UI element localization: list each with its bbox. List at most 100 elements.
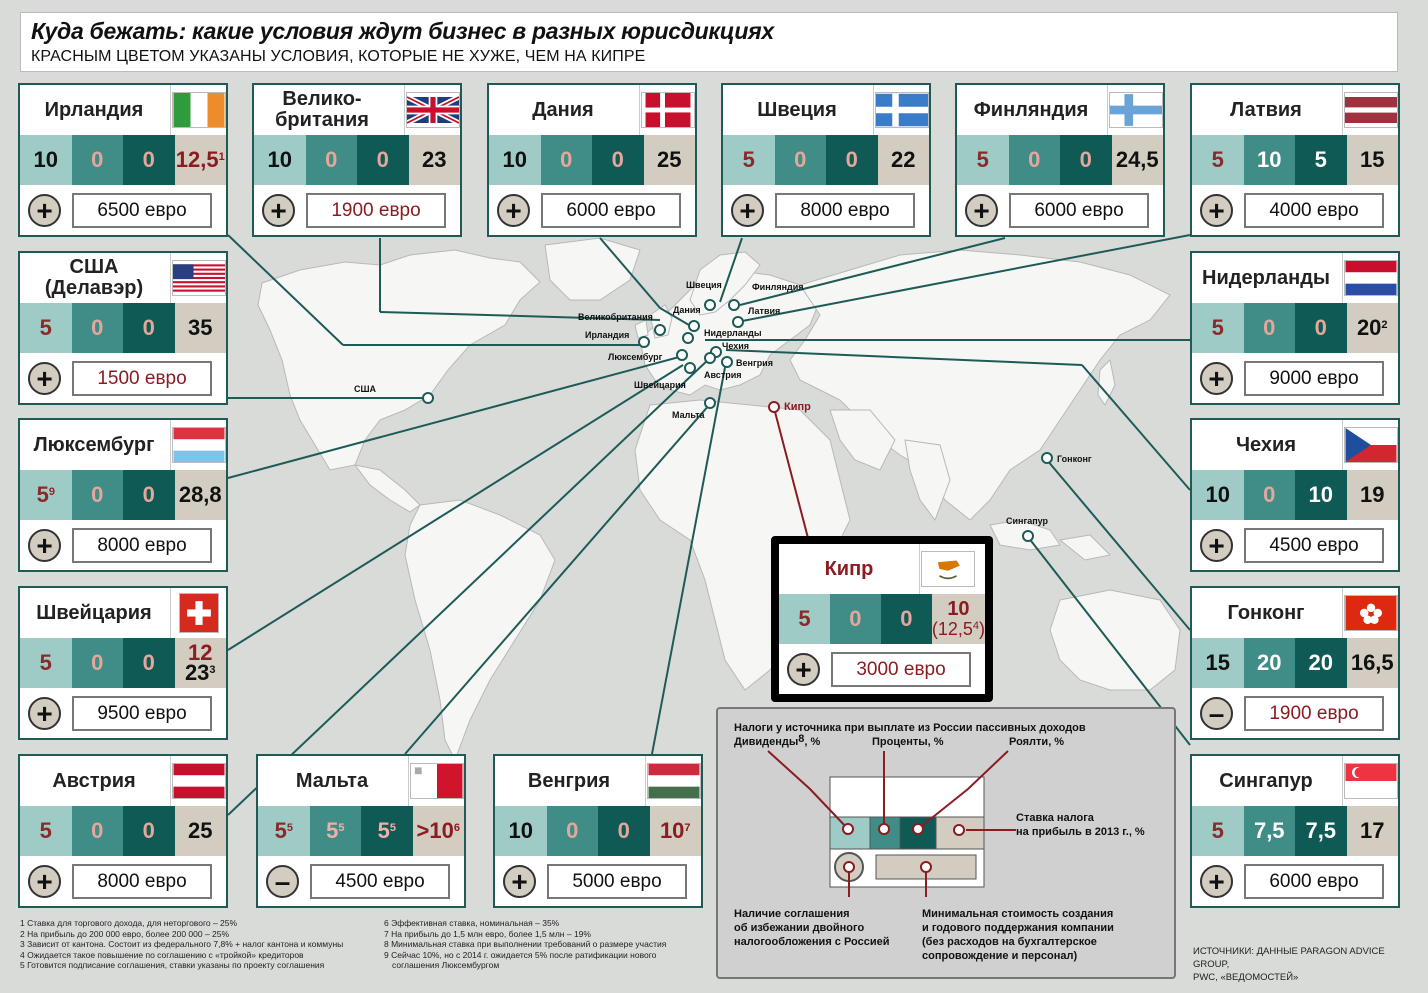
profit-tax-value: 35 <box>174 303 226 353</box>
map-label-luxembourg: Люксембург <box>608 352 663 362</box>
min-cost: 4000 евро <box>1244 193 1384 228</box>
map-dot-switzerland <box>684 362 696 374</box>
royalty-value: 0 <box>598 806 650 856</box>
header: Куда бежать: какие условия ждут бизнес в… <box>20 12 1398 72</box>
card-denmark: Дания 10 0 0 25 + 6000 евро <box>487 83 697 237</box>
map-label-hungary: Венгрия <box>736 358 773 368</box>
flag-denmark-icon <box>639 85 695 135</box>
interest-value: 0 <box>71 470 123 520</box>
interest-value: 20 <box>1243 638 1295 688</box>
card-switzerland: Швейцария 5 0 0 12 233 + 9500 евро <box>18 586 228 740</box>
country-name: Кипр <box>824 557 874 580</box>
min-cost: 6500 евро <box>72 193 212 228</box>
country-name: Люксембург <box>33 433 155 456</box>
royalty-value: 20 <box>1295 638 1347 688</box>
map-label-czech: Чехия <box>722 341 749 351</box>
map-label-uk: Великобритания <box>578 312 653 322</box>
dividends-value: 10 <box>254 135 306 185</box>
dividends-value: 10 <box>495 806 547 856</box>
country-name: Нидерланды <box>1202 266 1330 289</box>
rates-row: 5 0 0 12 233 <box>20 638 226 688</box>
flag-netherlands-icon <box>1342 253 1398 303</box>
country-name: Финляндия <box>973 98 1089 121</box>
treaty-sign: + <box>28 194 61 227</box>
legend-interest: Проценты, % <box>872 736 944 748</box>
interest-value: 0 <box>1243 303 1295 353</box>
royalty-value: 0 <box>123 806 175 856</box>
country-name: Дания <box>532 98 594 121</box>
treaty-sign: + <box>262 194 295 227</box>
interest-value: 0 <box>774 135 826 185</box>
flag-austria-icon <box>170 756 226 806</box>
map-label-latvia: Латвия <box>748 306 781 316</box>
flag-hongkong-icon <box>1342 588 1398 638</box>
card-austria: Австрия 5 0 0 25 + 8000 евро <box>18 754 228 908</box>
map-label-switzerland: Швейцария <box>634 380 686 390</box>
min-cost: 5000 евро <box>547 864 687 899</box>
dividends-value: 10 <box>1192 470 1244 520</box>
map-label-denmark: Дания <box>673 305 701 315</box>
flag-singapore-icon <box>1342 756 1398 806</box>
treaty-sign: + <box>28 362 61 395</box>
profit-tax-value: 23 <box>408 135 460 185</box>
map-label-ireland: Ирландия <box>585 330 630 340</box>
profit-tax-value: 16,5 <box>1346 638 1398 688</box>
min-cost: 1500 евро <box>72 361 212 396</box>
treaty-sign: – <box>1200 697 1233 730</box>
map-label-singapore: Сингапур <box>1006 516 1049 526</box>
min-cost: 4500 евро <box>1244 528 1384 563</box>
card-latvia: Латвия 5 10 5 15 + 4000 евро <box>1190 83 1400 237</box>
dividends-value: 10 <box>489 135 541 185</box>
map-dot-singapore <box>1022 530 1034 542</box>
treaty-sign: + <box>28 529 61 562</box>
rates-row: 5 0 0 35 <box>20 303 226 353</box>
country-name: Гонконг <box>1227 601 1305 624</box>
map-label-austria: Австрия <box>704 370 742 380</box>
legend-dividends: Дивиденды8, % <box>734 733 821 748</box>
royalty-value: 0 <box>123 135 175 185</box>
rates-row: 10 0 0 23 <box>254 135 460 185</box>
flag-switzerland-icon <box>170 588 226 638</box>
page-title: Куда бежать: какие условия ждут бизнес в… <box>31 18 774 44</box>
royalty-value: 0 <box>826 135 878 185</box>
interest-value: 0 <box>1243 470 1295 520</box>
treaty-sign: + <box>1200 529 1233 562</box>
treaty-sign: – <box>266 865 299 898</box>
rates-row: 10 0 0 25 <box>489 135 695 185</box>
rates-row: 10 0 10 19 <box>1192 470 1398 520</box>
interest-value: 0 <box>1008 135 1060 185</box>
rates-row: 15 20 20 16,5 <box>1192 638 1398 688</box>
country-name: Швейцария <box>36 601 152 624</box>
dividends-value: 5 <box>20 806 72 856</box>
min-cost: 6000 евро <box>1244 864 1384 899</box>
interest-value: 10 <box>1243 135 1295 185</box>
country-name: Ирландия <box>44 98 144 121</box>
treaty-sign: + <box>28 697 61 730</box>
flag-luxembourg-icon <box>170 420 226 470</box>
rates-row: 5 0 0 24,5 <box>957 135 1163 185</box>
royalty-value: 0 <box>880 594 932 644</box>
min-cost: 4500 евро <box>310 864 450 899</box>
legend-title: Налоги у источника при выплате из России… <box>734 722 1086 734</box>
card-singapore: Сингапур 5 7,5 7,5 17 + 6000 евро <box>1190 754 1400 908</box>
country-name: Велико-британия <box>275 88 369 131</box>
profit-tax-value: 17 <box>1346 806 1398 856</box>
map-label-malta: Мальта <box>672 410 705 420</box>
treaty-sign: + <box>497 194 530 227</box>
card-cyprus: Кипр 5 0 0 10 (12,54) + 3000 евро <box>771 536 993 702</box>
profit-tax-value: 12 233 <box>174 638 226 688</box>
map-dot-denmark <box>688 320 700 332</box>
map-dot-hongkong <box>1041 452 1053 464</box>
card-sweden: Швеция 5 0 0 22 + 8000 евро <box>721 83 931 237</box>
interest-value: 0 <box>71 638 123 688</box>
